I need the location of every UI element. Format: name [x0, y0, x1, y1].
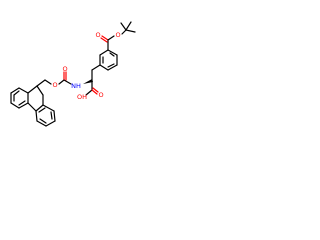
- acid-carbonyl-bond: [91, 89, 98, 95]
- carbamate-c-n-bond: [63, 79, 72, 85]
- tert-butyl-group: [120, 21, 136, 35]
- fluorene-left-ring: [10, 87, 29, 109]
- carbamate-o-c-bond: [58, 79, 65, 85]
- fmoc-carbonyl-oxygen: O: [62, 65, 67, 73]
- acid-carbonyl-oxygen: O: [98, 91, 103, 99]
- fluorene-five-ring: [27, 85, 44, 112]
- fmoc-ch2-bond: [36, 79, 46, 87]
- fluorene-right-ring: [35, 94, 56, 127]
- molecule-structure-diagram: O O NH OH O O O: [10, 21, 136, 127]
- ester-oxygen: O: [115, 31, 120, 39]
- fmoc-ch2-o-bond: [44, 79, 52, 85]
- beta-ring-bond: [91, 64, 101, 71]
- fmoc-ether-oxygen: O: [52, 81, 57, 89]
- phenyl-ring: [99, 49, 118, 71]
- ester-carbonyl-bond-2: [100, 37, 108, 43]
- ester-carbonyl-bond: [101, 35, 109, 41]
- ester-c-o-bond: [107, 35, 115, 41]
- acid-carbonyl-bond-2: [92, 87, 99, 93]
- stereo-wedge-bond: [83, 79, 93, 84]
- acid-hydroxyl: OH: [77, 93, 87, 101]
- amide-nh: NH: [71, 82, 81, 90]
- ester-carbonyl-oxygen: O: [95, 31, 100, 39]
- acid-c-oh-bond: [85, 89, 93, 96]
